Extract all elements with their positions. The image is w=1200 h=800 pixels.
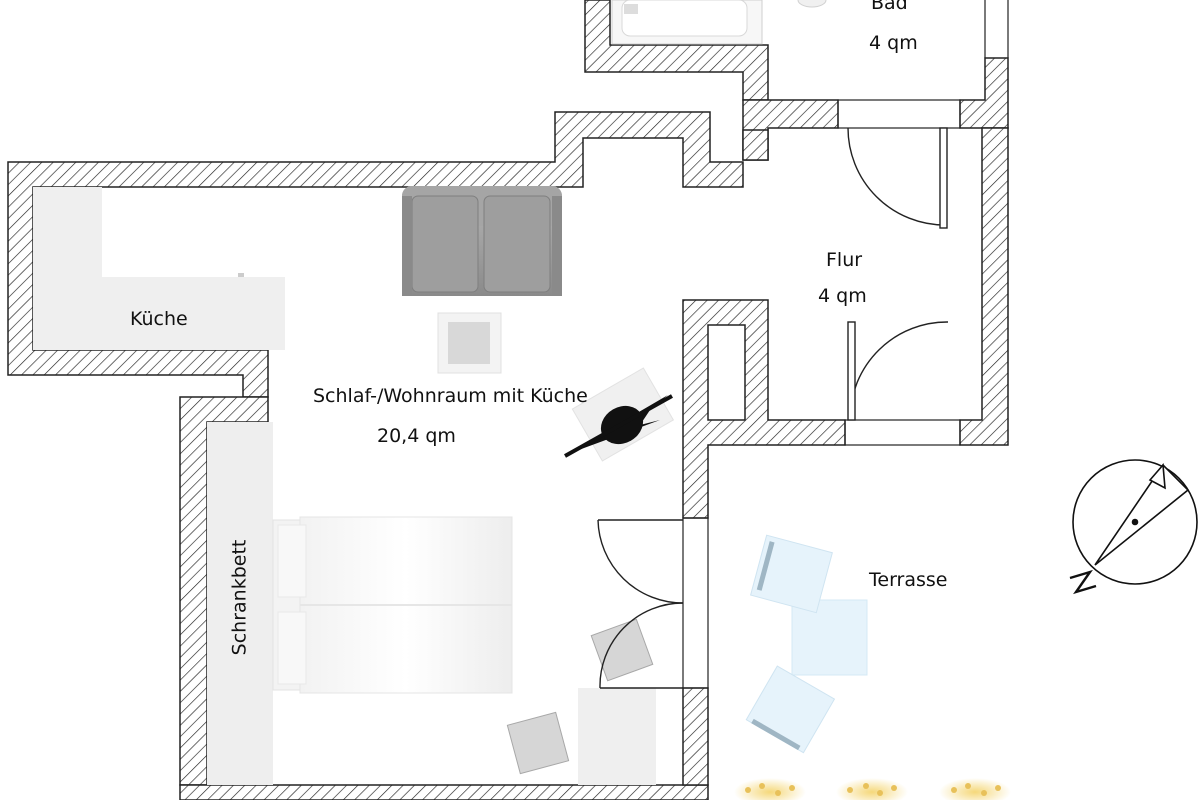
terrace-table bbox=[791, 599, 868, 676]
office-chair bbox=[564, 394, 673, 458]
room-label-flur: Flur bbox=[826, 249, 863, 271]
north-arrow-icon bbox=[1069, 459, 1198, 595]
wall-flur-right bbox=[959, 127, 1009, 446]
wall-bottom bbox=[179, 784, 709, 800]
wall-flur-left bbox=[742, 129, 769, 161]
doors bbox=[597, 127, 949, 689]
kitchen-counter bbox=[33, 187, 285, 350]
terrace-chair-top bbox=[750, 534, 833, 614]
terrace-chair-bottom bbox=[745, 665, 836, 754]
room-label-wohnraum: Schlaf-/Wohnraum mit Küche bbox=[313, 385, 588, 407]
stool bbox=[506, 711, 570, 775]
room-label-terrasse: Terrasse bbox=[869, 569, 948, 591]
bathtub bbox=[611, 0, 763, 45]
wall-top bbox=[7, 111, 744, 398]
flower-planters bbox=[734, 778, 1011, 800]
room-area-flur: 4 qm bbox=[818, 285, 867, 307]
coffee-table bbox=[437, 312, 502, 374]
side-table bbox=[578, 688, 656, 785]
double-bed bbox=[272, 516, 513, 694]
room-label-kueche: Küche bbox=[130, 308, 188, 330]
wall-niche bbox=[707, 324, 746, 421]
sofa bbox=[402, 186, 562, 296]
room-area-wohnraum: 20,4 qm bbox=[377, 425, 456, 447]
wall-middle-lower bbox=[682, 687, 709, 786]
side-chair bbox=[590, 618, 654, 682]
wall-bad-right bbox=[959, 57, 1009, 129]
toilet bbox=[797, 0, 827, 8]
wardrobe-bed-cabinet bbox=[207, 422, 273, 785]
label-schrankbett: Schrankbett bbox=[228, 539, 251, 656]
room-label-bad: Bad bbox=[871, 0, 908, 14]
room-area-bad: 4 qm bbox=[869, 32, 918, 54]
